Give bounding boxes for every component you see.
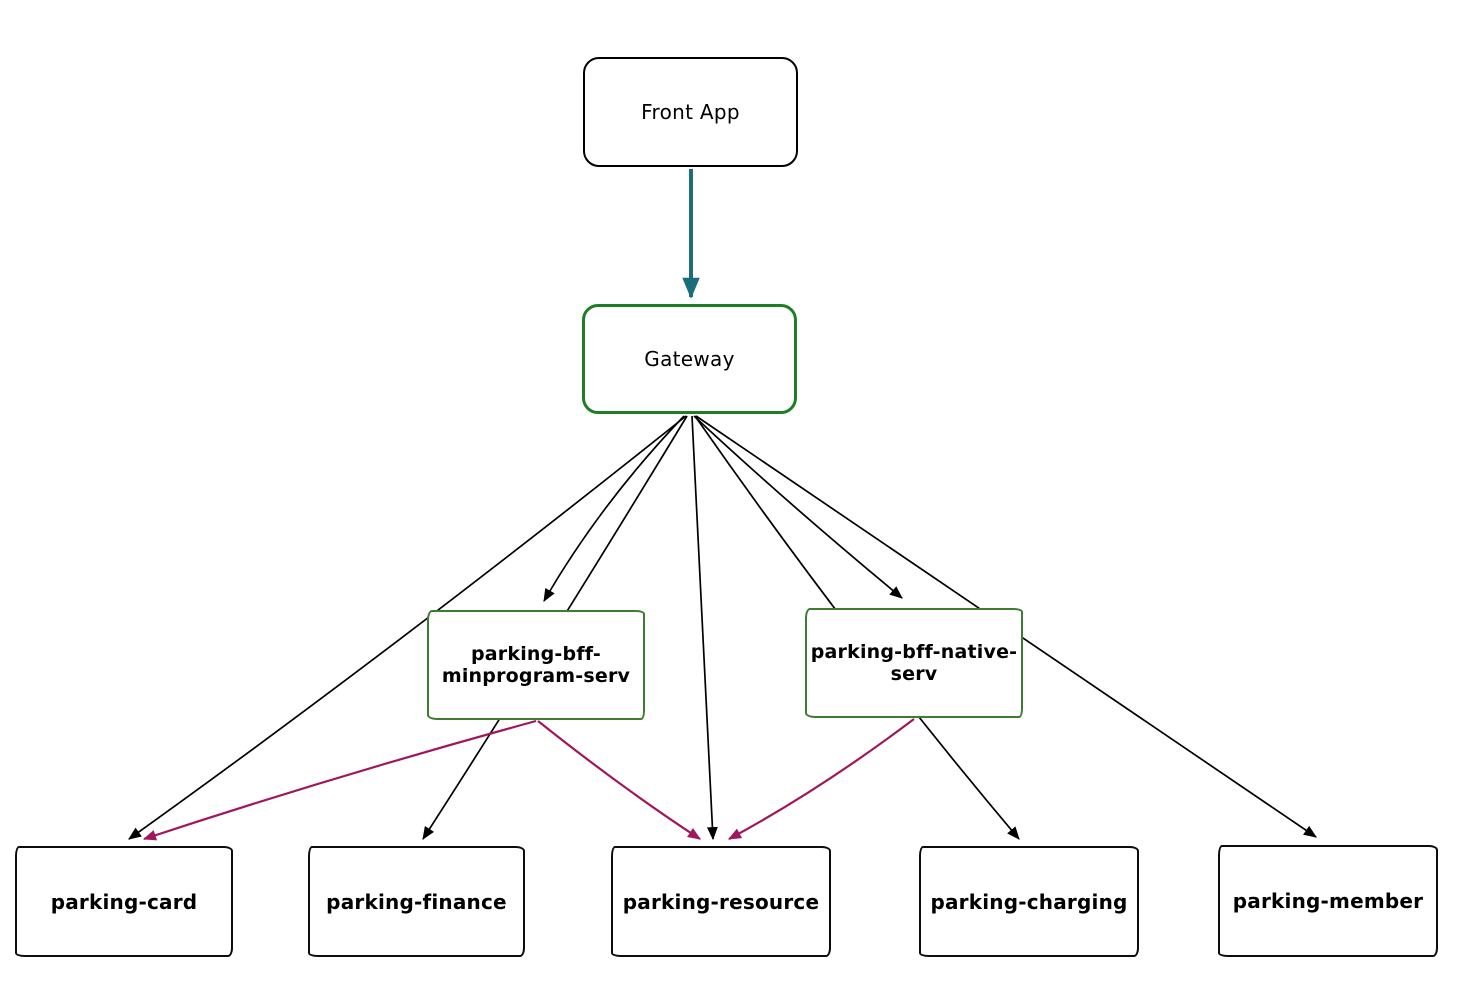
- node-parking-charging: parking-charging: [919, 846, 1139, 957]
- edge-parking-bff-native-serv-to-parking-resource: [728, 718, 915, 840]
- node-parking-finance-label: parking-finance: [326, 889, 507, 914]
- node-gateway-label: Gateway: [644, 347, 735, 371]
- edge-gateway-to-parking-resource: [691, 415, 718, 841]
- edge-gateway-to-parking-bff-minprogram-serv: [543, 415, 685, 602]
- node-front-app-label: Front App: [641, 100, 740, 124]
- node-front-app: Front App: [583, 57, 798, 167]
- node-parking-card: parking-card: [15, 846, 233, 957]
- node-parking-member: parking-member: [1218, 845, 1438, 957]
- edge-parking-bff-minprogram-serv-to-parking-card: [142, 719, 537, 841]
- node-parking-resource-label: parking-resource: [622, 889, 820, 914]
- node-parking-resource: parking-resource: [611, 846, 831, 957]
- edge-gateway-to-parking-bff-native-serv: [693, 415, 903, 599]
- node-parking-charging-label: parking-charging: [930, 889, 1128, 914]
- node-parking-bff-minprogram-serv-label: parking-bff- minprogram-serv: [441, 643, 631, 687]
- edge-parking-bff-minprogram-serv-to-parking-resource: [537, 720, 701, 840]
- node-parking-card-label: parking-card: [50, 889, 198, 914]
- node-parking-bff-minprogram-serv: parking-bff- minprogram-serv: [427, 610, 645, 720]
- node-parking-bff-native-serv: parking-bff-native- serv: [805, 608, 1023, 718]
- edge-gateway-to-parking-card: [128, 415, 687, 840]
- node-parking-member-label: parking-member: [1232, 889, 1424, 913]
- node-parking-finance: parking-finance: [308, 846, 525, 957]
- node-parking-bff-native-serv-label: parking-bff-native- serv: [810, 641, 1018, 685]
- node-gateway: Gateway: [582, 304, 797, 414]
